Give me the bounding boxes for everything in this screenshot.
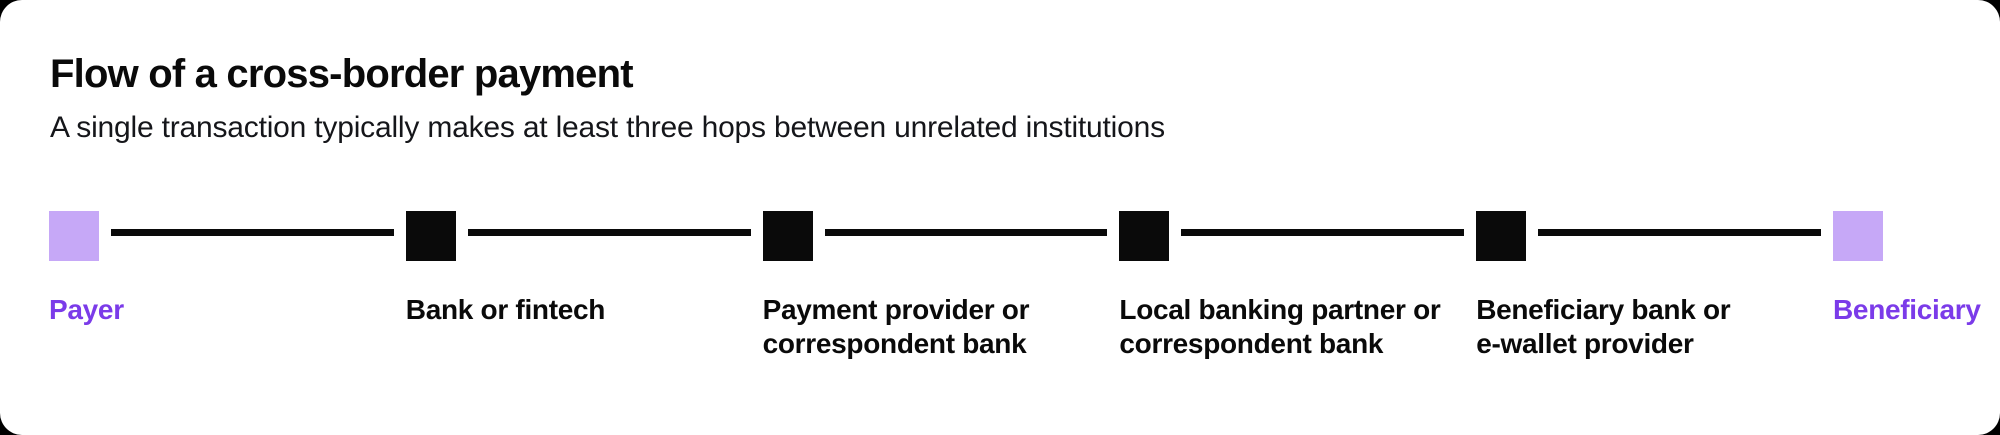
- connector-line: [1538, 229, 1821, 236]
- page-title: Flow of a cross-border payment: [50, 52, 634, 96]
- connector-line: [111, 229, 394, 236]
- node-square-beneficiary: [1833, 211, 1883, 261]
- node-square-payer: [49, 211, 99, 261]
- node-square-local-banking-partner: [1119, 211, 1170, 261]
- node-label-payment-provider: Payment provider or correspondent bank: [762, 294, 1030, 359]
- connector-line: [824, 229, 1108, 236]
- connector-line: [1181, 229, 1465, 236]
- node-square-payment-provider: [762, 211, 813, 261]
- node-label-local-banking-partner: Local banking partner or correspondent b…: [1119, 294, 1441, 359]
- node-label-payer: Payer: [49, 294, 124, 325]
- node-label-beneficiary-bank: Beneficiary bank or e-wallet provider: [1476, 294, 1731, 359]
- node-square-bank-or-fintech: [405, 211, 456, 261]
- node-label-bank-or-fintech: Bank or fintech: [405, 294, 606, 325]
- connector-line: [467, 229, 751, 236]
- page-subtitle: A single transaction typically makes at …: [50, 111, 1165, 144]
- node-square-beneficiary-bank: [1476, 211, 1527, 261]
- node-label-beneficiary: Beneficiary: [1833, 294, 1981, 325]
